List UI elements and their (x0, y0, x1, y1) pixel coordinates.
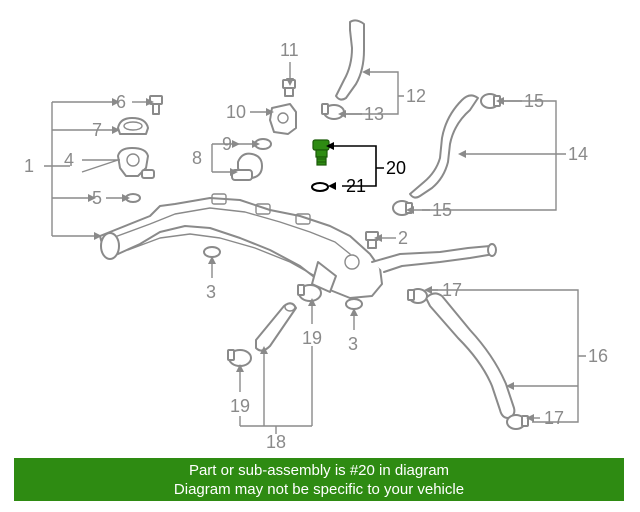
leader-group-12 (346, 71, 404, 115)
leader-group-8 (211, 143, 234, 173)
clamp-19-lower (227, 349, 252, 367)
callout-15-upper: 15 (524, 91, 544, 111)
leader-group-20-21 (326, 142, 384, 190)
clamp-17-upper (407, 288, 428, 304)
callout-17-upper: 17 (442, 280, 462, 300)
callout-3-left: 3 (206, 282, 216, 302)
leader-group-18 (239, 346, 313, 434)
callout-19-upper: 19 (302, 328, 322, 348)
thermostat-cover-10 (269, 103, 297, 135)
thermostat-8 (231, 152, 263, 181)
callout-5: 5 (92, 188, 102, 208)
callout-9: 9 (222, 134, 232, 154)
callout-13: 13 (364, 104, 384, 124)
o-ring-21 (311, 182, 329, 192)
callout-15-lower: 15 (432, 200, 452, 220)
callout-3-right: 3 (348, 334, 358, 354)
drain-plug-20[interactable] (312, 139, 330, 166)
callout-1: 1 (24, 156, 34, 176)
hose-18 (255, 302, 297, 352)
info-banner: Part or sub-assembly is #20 in diagram D… (14, 458, 624, 501)
gasket-3-right (345, 298, 363, 310)
callout-11: 11 (280, 40, 299, 60)
bolt-2 (365, 231, 379, 249)
clamp-19-upper (297, 284, 322, 302)
leader-group-1 (44, 101, 120, 237)
callout-16: 16 (588, 346, 608, 366)
water-pipe-assembly (99, 193, 497, 299)
callout-12: 12 (406, 86, 426, 106)
leader-lines-single (106, 62, 540, 419)
bolt-6 (149, 95, 163, 115)
callout-6: 6 (116, 92, 126, 112)
callout-8: 8 (192, 148, 202, 168)
clamp-17-lower (506, 414, 529, 430)
callout-7: 7 (92, 120, 102, 140)
hose-16 (425, 292, 516, 419)
callout-14: 14 (568, 144, 588, 164)
callout-17-lower: 17 (544, 408, 564, 428)
callout-21: 21 (346, 176, 366, 196)
clamp-13 (321, 103, 345, 120)
gasket-3-left (203, 246, 221, 258)
hose-12 (335, 19, 365, 101)
housing-4 (117, 147, 155, 179)
clamp-15-lower (392, 200, 413, 216)
hose-14 (409, 94, 479, 199)
callout-10: 10 (226, 102, 246, 122)
banner-line-2: Diagram may not be specific to your vehi… (173, 481, 465, 498)
leader-arrowheads (88, 68, 534, 422)
banner-line-1: Part or sub-assembly is #20 in diagram (188, 462, 450, 479)
leader-group-14 (422, 100, 566, 211)
cap-7 (117, 117, 149, 135)
callout-4: 4 (64, 150, 74, 170)
callout-labels: 1 2 3 3 4 5 6 7 8 9 10 11 12 13 14 15 15… (24, 40, 608, 452)
leader-group-16 (430, 289, 586, 423)
callout-20[interactable]: 20 (386, 158, 406, 178)
callout-18: 18 (266, 432, 286, 452)
callout-2: 2 (398, 228, 408, 248)
callout-19-lower: 19 (230, 396, 250, 416)
